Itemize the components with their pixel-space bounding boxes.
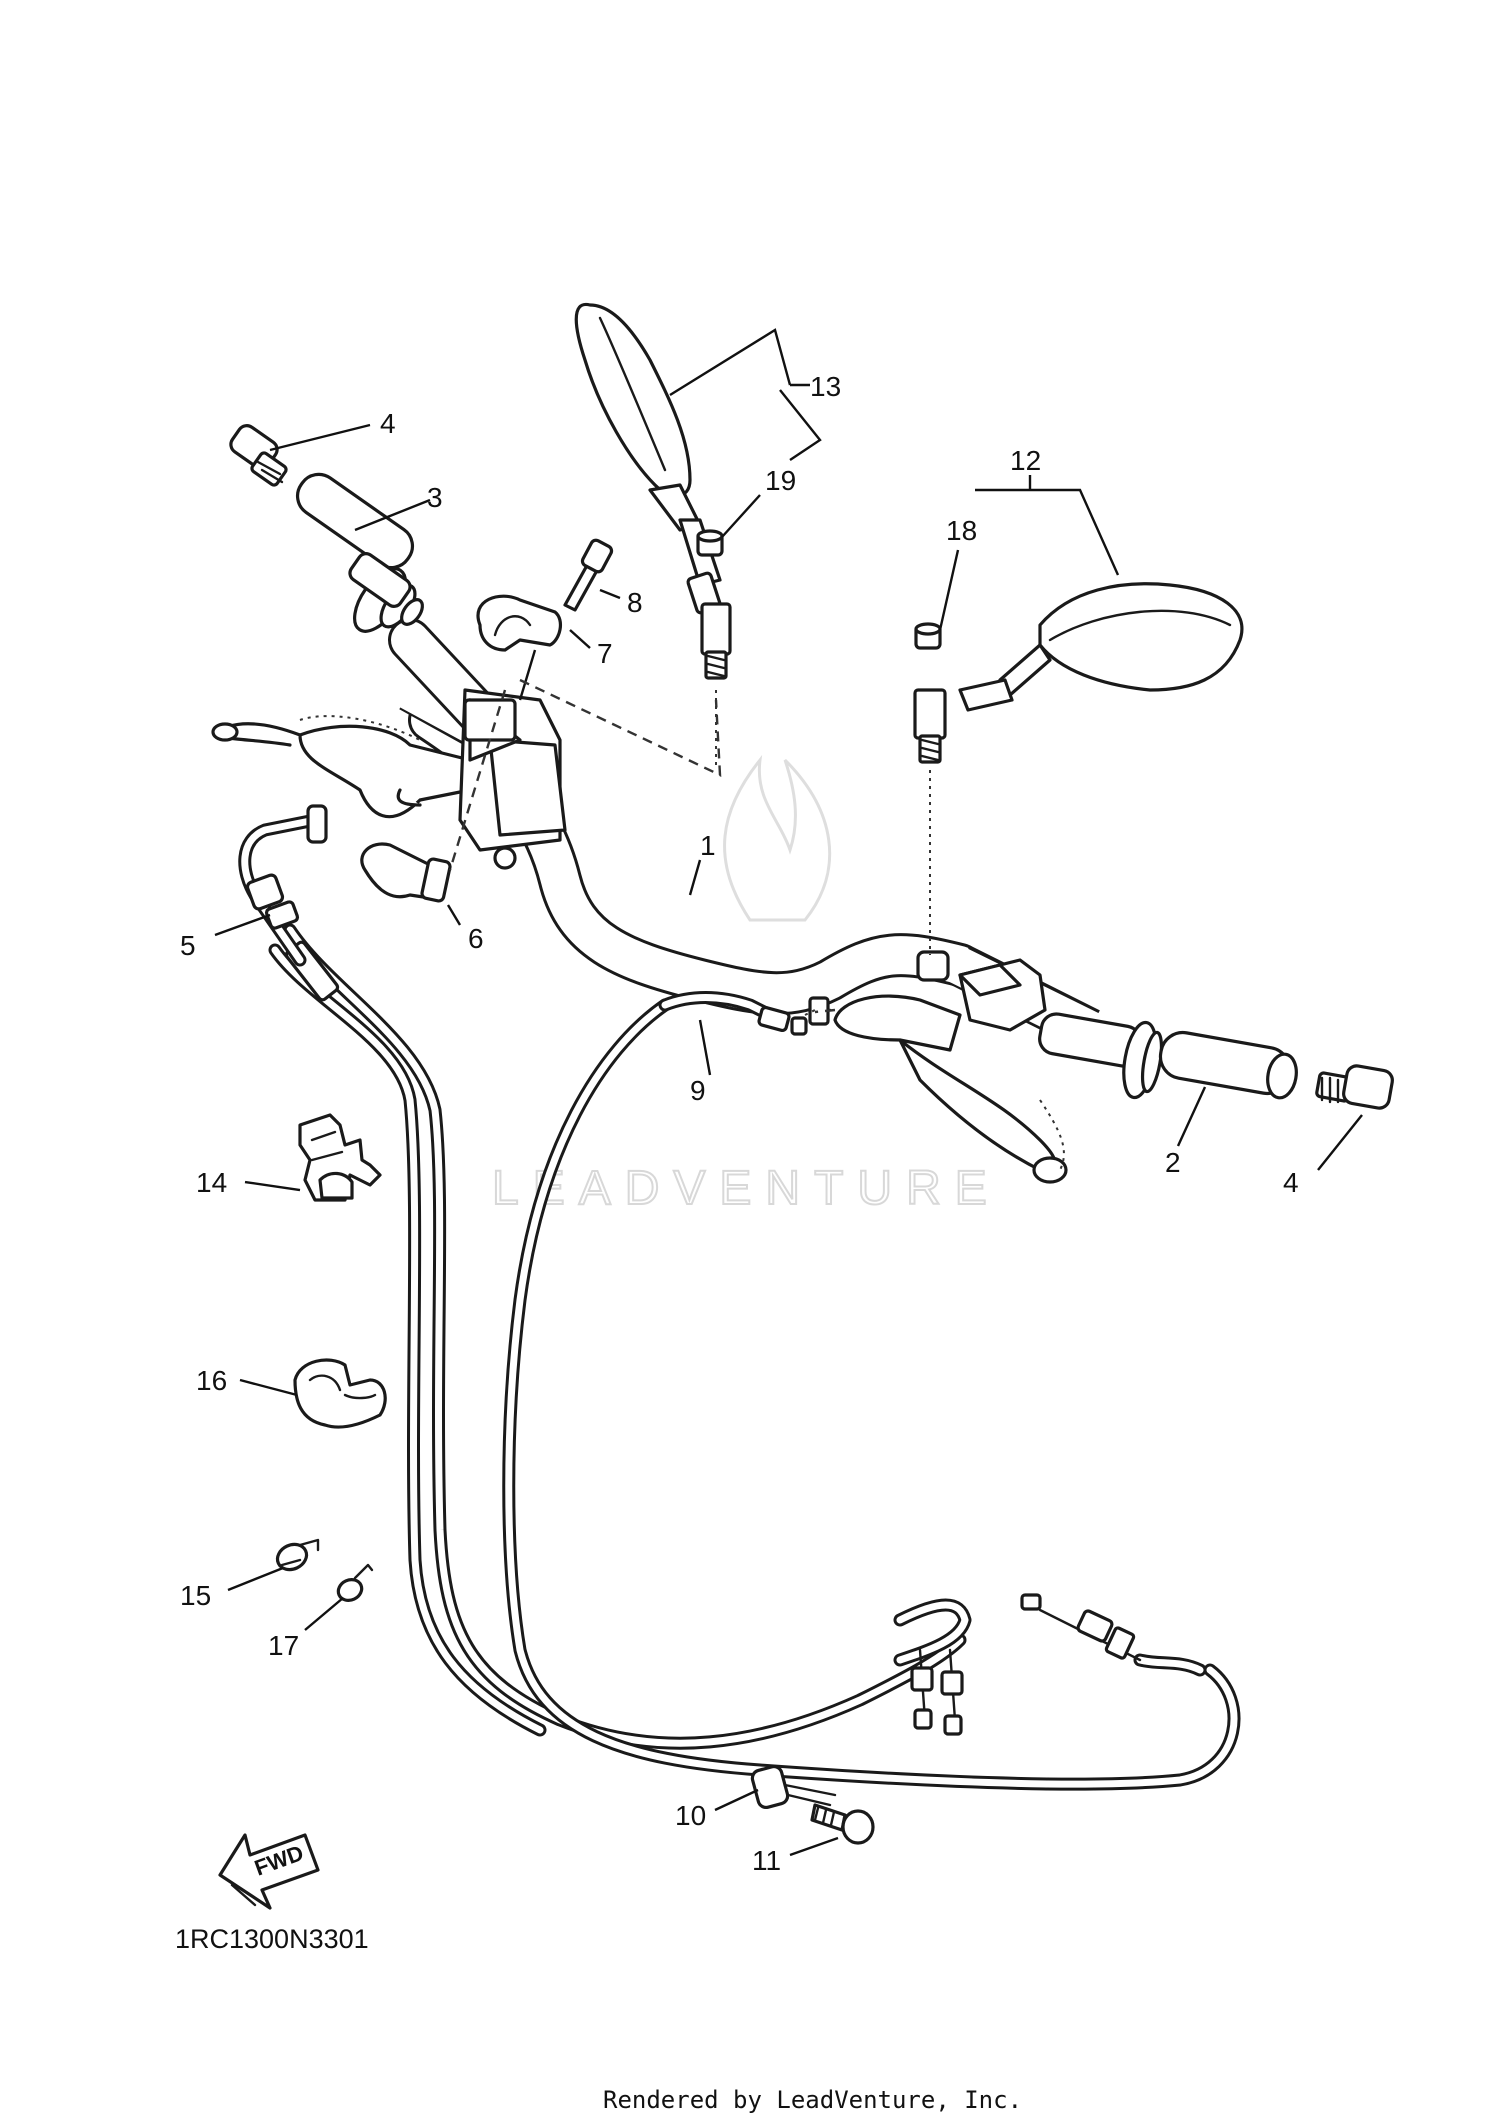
guide-16 — [293, 1358, 387, 1429]
callout-3: 3 — [427, 482, 443, 513]
callout-7: 7 — [597, 638, 613, 669]
right-mirror — [913, 582, 1244, 955]
clip-15 — [275, 1538, 320, 1572]
callout-2: 2 — [1165, 1147, 1181, 1178]
callout-18: 18 — [946, 515, 977, 546]
callout-4-right: 4 — [1283, 1167, 1299, 1198]
left-cable-end — [238, 804, 328, 967]
callouts: 1 2 3 4 4 5 6 7 8 9 10 11 12 13 14 15 16… — [180, 371, 1299, 1876]
watermark: LEADVENTURE — [491, 754, 1001, 1216]
clamp-6 — [360, 842, 452, 903]
callout-13: 13 — [810, 371, 841, 402]
callout-4-left: 4 — [380, 408, 396, 439]
forward-arrow: FWD — [218, 1833, 320, 1910]
screw-11 — [810, 1803, 875, 1845]
clip-17 — [336, 1563, 374, 1602]
right-bar-end — [1315, 1064, 1394, 1110]
throttle-cables — [268, 923, 1241, 1791]
right-lever-holder — [808, 958, 1068, 1184]
callout-11: 11 — [752, 1845, 781, 1876]
left-grip — [295, 472, 424, 633]
leader-lines — [214, 328, 1363, 1857]
footer-credit: Rendered by LeadVenture, Inc. — [603, 2086, 1022, 2114]
diagram-code: 1RC1300N3301 — [175, 1924, 369, 1954]
callout-19: 19 — [765, 465, 796, 496]
cable-9-end — [658, 991, 816, 1036]
callout-17: 17 — [268, 1630, 299, 1661]
left-lever-holder — [211, 688, 567, 870]
callout-5: 5 — [180, 930, 196, 961]
callout-9: 9 — [690, 1075, 706, 1106]
left-bar-end — [229, 424, 288, 487]
callout-8: 8 — [627, 587, 643, 618]
callout-6: 6 — [468, 923, 484, 954]
callout-1: 1 — [700, 830, 716, 861]
callout-10: 10 — [675, 1800, 706, 1831]
watermark-text: LEADVENTURE — [492, 1162, 1001, 1215]
callout-16: 16 — [196, 1365, 227, 1396]
nut-19 — [696, 529, 724, 557]
clamp-7 — [476, 594, 563, 652]
callout-14: 14 — [196, 1167, 227, 1198]
guide-14 — [298, 1113, 382, 1202]
throttle-grip — [1038, 1012, 1298, 1100]
nut-18 — [914, 622, 942, 650]
callout-12: 12 — [1010, 445, 1041, 476]
bolt-8 — [563, 538, 614, 612]
callout-15: 15 — [180, 1580, 211, 1611]
